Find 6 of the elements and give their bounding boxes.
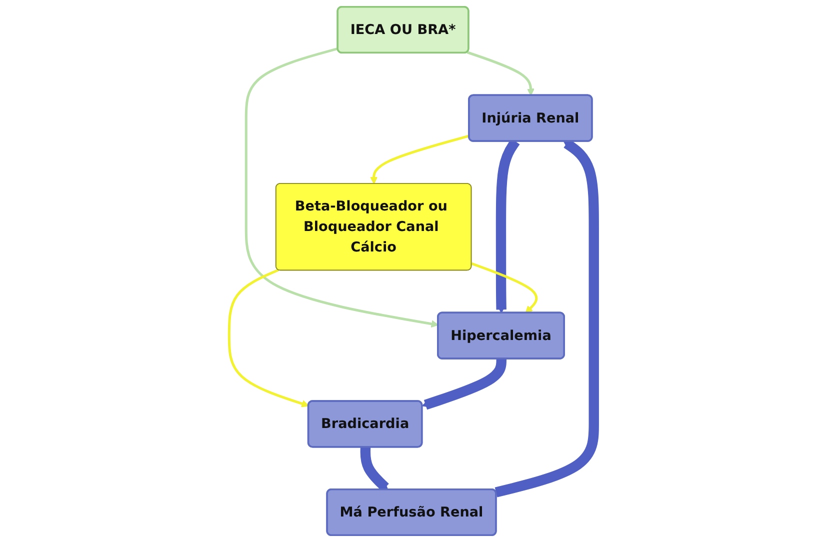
arrow <box>422 357 507 410</box>
arrow <box>228 268 310 408</box>
arrow <box>466 51 534 96</box>
arrow <box>244 47 439 328</box>
arrow <box>370 134 470 184</box>
arrow <box>471 262 538 314</box>
